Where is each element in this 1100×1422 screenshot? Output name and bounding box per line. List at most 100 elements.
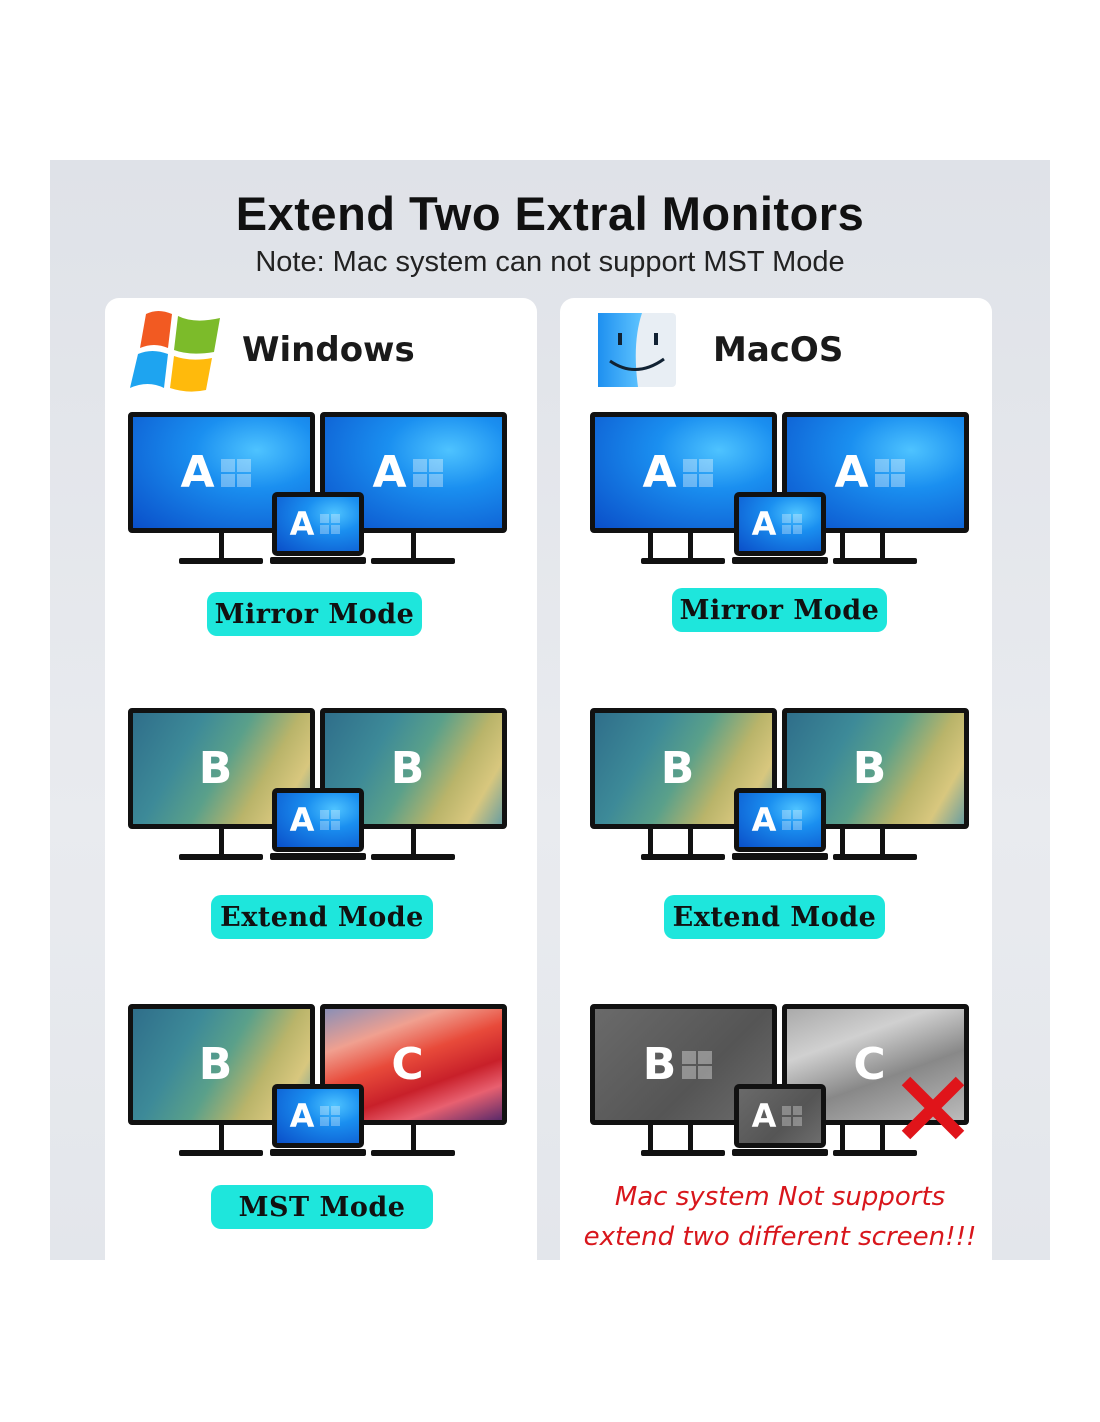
monitor-stand-post: [880, 1124, 885, 1152]
monitor-stand-post: [219, 532, 224, 560]
monitor-stand-base: [641, 558, 725, 564]
laptop-base: [732, 1149, 828, 1156]
laptop-base: [270, 853, 366, 860]
monitor-stand-base: [833, 854, 917, 860]
monitor-stand-post: [840, 1124, 845, 1152]
windows-watermark-icon: [320, 1106, 341, 1126]
screen-letter: A: [751, 505, 777, 543]
unsupported-x-icon: [901, 1076, 965, 1140]
macos-mode-2-illustration: B B A: [590, 708, 970, 863]
laptop-base: [732, 853, 828, 860]
laptop: A: [272, 788, 364, 852]
laptop-screen: A: [277, 1089, 359, 1143]
monitor-stand-post: [880, 828, 885, 856]
monitor-stand-post: [840, 532, 845, 560]
monitor-stand-post: [648, 532, 653, 560]
windows-mst-mode-badge: MST Mode: [211, 1185, 433, 1229]
windows-mode-3-illustration: B C A: [128, 1004, 508, 1159]
finder-logo-icon: [598, 313, 676, 387]
laptop-base: [270, 557, 366, 564]
laptop-screen: A: [277, 793, 359, 847]
right-monitor: B: [782, 708, 969, 829]
windows-extend-mode-badge: Extend Mode: [211, 895, 433, 939]
laptop: A: [734, 788, 826, 852]
laptop: A: [272, 1084, 364, 1148]
page-note: Note: Mac system can not support MST Mod…: [255, 246, 845, 278]
monitor-stand-base: [179, 854, 263, 860]
monitor-stand-post: [648, 828, 653, 856]
screen-letter: A: [642, 447, 677, 498]
windows-watermark-icon: [874, 458, 905, 487]
windows-watermark-icon: [682, 1050, 713, 1079]
laptop-base: [270, 1149, 366, 1156]
screen-letter: B: [390, 743, 425, 794]
laptop: A: [272, 492, 364, 556]
windows-label: Windows: [242, 330, 415, 370]
monitor-stand-base: [179, 1150, 263, 1156]
screen-letter: A: [289, 801, 315, 839]
laptop-screen: A: [277, 497, 359, 551]
left-screen: B: [595, 1009, 772, 1120]
laptop-screen: A: [739, 793, 821, 847]
monitor-stand-base: [371, 854, 455, 860]
monitor-stand-base: [833, 1150, 917, 1156]
macos-mode-1-illustration: A A A: [590, 412, 970, 567]
monitor-stand-post: [688, 1124, 693, 1152]
screen-letter: B: [642, 1039, 677, 1090]
screen-letter: A: [751, 1097, 777, 1135]
monitor-stand-base: [641, 854, 725, 860]
screen-letter: A: [372, 447, 407, 498]
windows-watermark-icon: [682, 458, 713, 487]
screen-letter: B: [198, 743, 233, 794]
windows-watermark-icon: [220, 458, 251, 487]
macos-label: MacOS: [713, 330, 844, 370]
monitor-stand-base: [641, 1150, 725, 1156]
monitor-stand-post: [411, 828, 416, 856]
monitor-stand-post: [880, 532, 885, 560]
screen-letter: A: [751, 801, 777, 839]
left-monitor: B: [590, 1004, 777, 1125]
monitor-stand-post: [648, 1124, 653, 1152]
monitor-stand-post: [411, 532, 416, 560]
screen-letter: B: [852, 743, 887, 794]
monitor-stand-post: [840, 828, 845, 856]
macos-mode-3-illustration: B C A: [590, 1004, 970, 1159]
windows-mode-1-illustration: A A A: [128, 412, 508, 567]
monitor-stand-post: [411, 1124, 416, 1152]
page-title: Extend Two Extral Monitors: [235, 187, 865, 240]
monitor-stand-post: [219, 1124, 224, 1152]
screen-letter: A: [834, 447, 869, 498]
screen-letter: A: [289, 505, 315, 543]
right-screen: B: [787, 713, 964, 824]
windows-watermark-icon: [782, 514, 803, 534]
windows-mode-2-illustration: B B A: [128, 708, 508, 863]
laptop: A: [734, 1084, 826, 1148]
screen-letter: B: [198, 1039, 233, 1090]
windows-logo-icon: [130, 311, 220, 392]
screen-letter: A: [180, 447, 215, 498]
monitor-stand-base: [371, 558, 455, 564]
screen-letter: C: [391, 1039, 424, 1090]
windows-watermark-icon: [782, 810, 803, 830]
mac-warning-line-2: extend two different screen!!!: [583, 1222, 977, 1252]
laptop-base: [732, 557, 828, 564]
laptop: A: [734, 492, 826, 556]
monitor-stand-post: [688, 828, 693, 856]
screen-letter: B: [660, 743, 695, 794]
macos-extend-mode-badge: Extend Mode: [664, 895, 885, 939]
monitor-stand-base: [371, 1150, 455, 1156]
laptop-screen: A: [739, 497, 821, 551]
mac-warning-line-1: Mac system Not supports: [614, 1182, 946, 1212]
screen-letter: C: [853, 1039, 886, 1090]
macos-mirror-mode-badge: Mirror Mode: [672, 588, 887, 632]
windows-watermark-icon: [412, 458, 443, 487]
windows-mirror-mode-badge: Mirror Mode: [207, 592, 422, 636]
laptop-screen: A: [739, 1089, 821, 1143]
windows-watermark-icon: [782, 1106, 803, 1126]
monitor-stand-post: [219, 828, 224, 856]
screen-letter: A: [289, 1097, 315, 1135]
windows-watermark-icon: [320, 514, 341, 534]
windows-watermark-icon: [320, 810, 341, 830]
monitor-stand-base: [833, 558, 917, 564]
monitor-stand-base: [179, 558, 263, 564]
